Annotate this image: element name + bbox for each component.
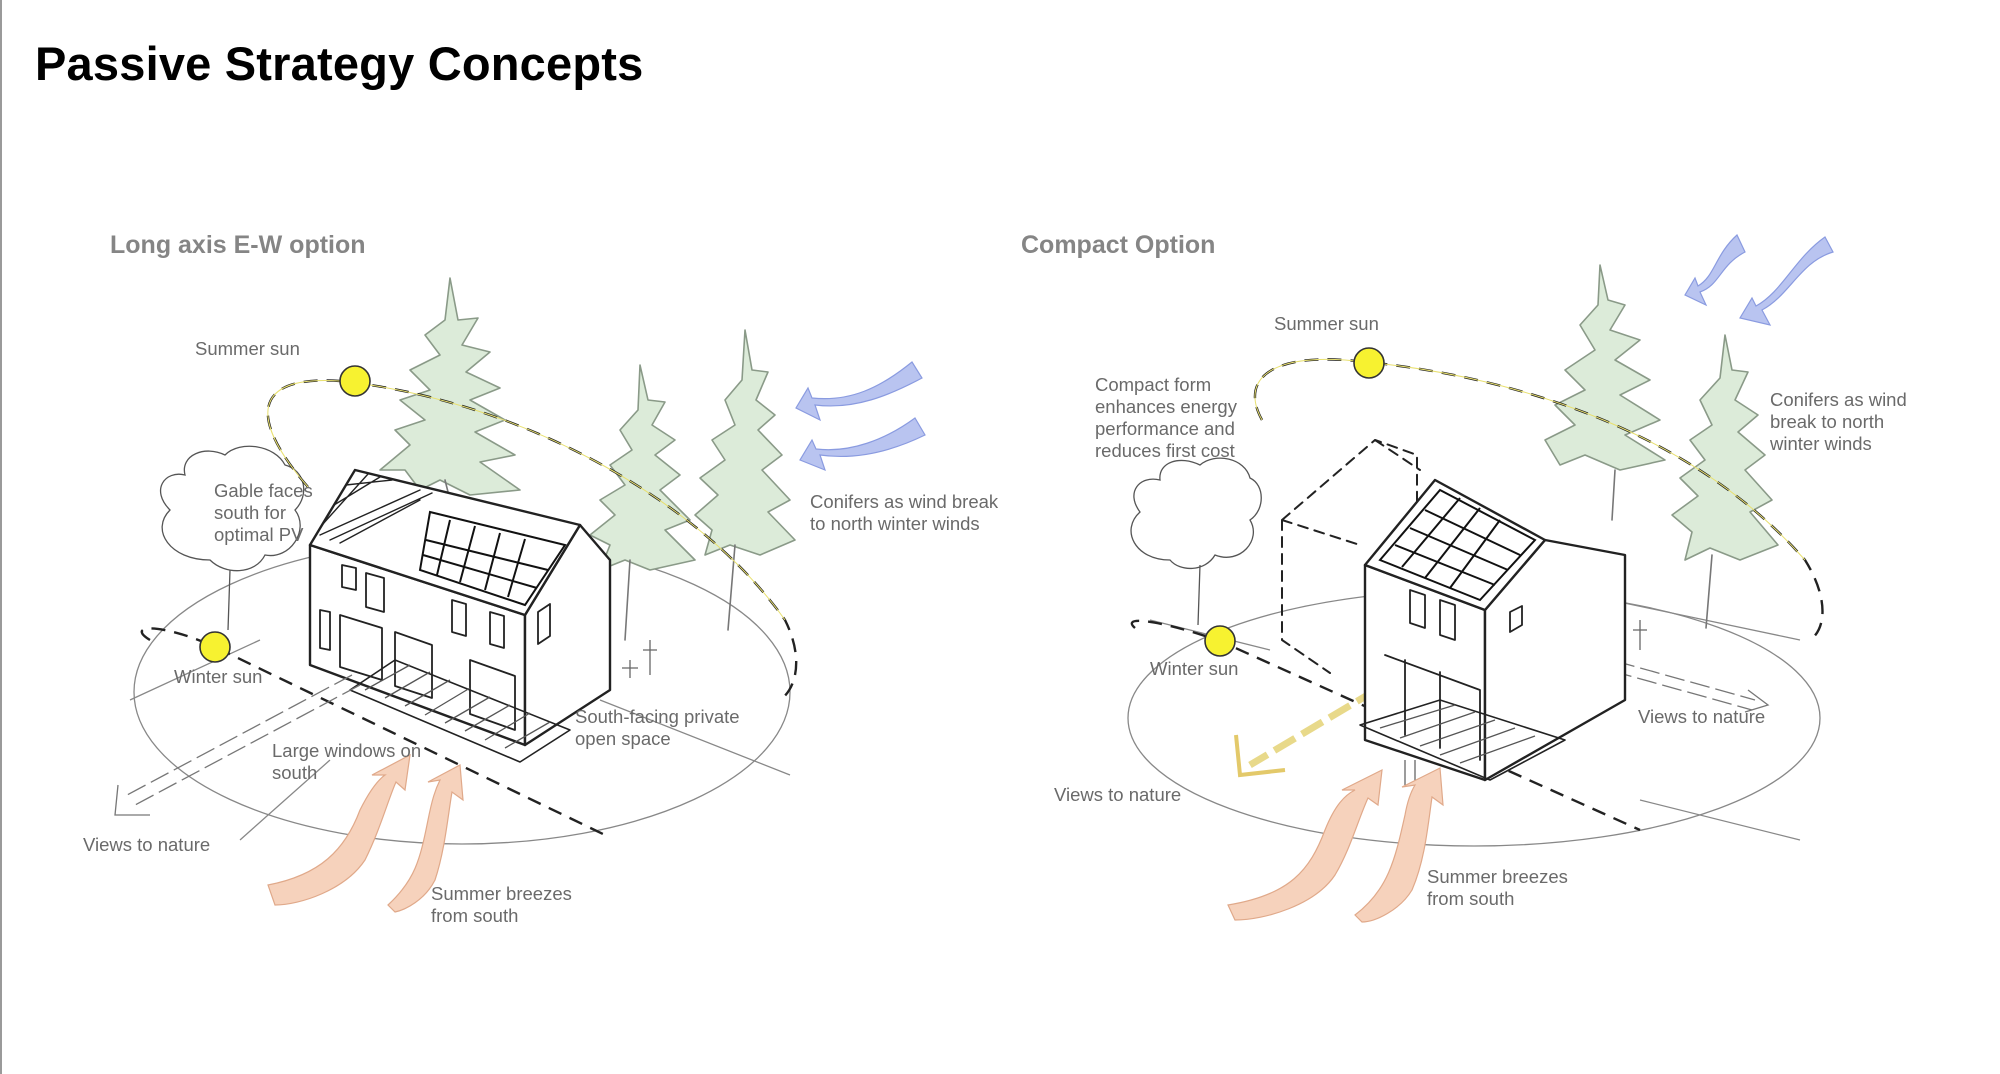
winter-wind-arrow-icon: [795, 361, 923, 422]
page-title: Passive Strategy Concepts: [35, 37, 644, 90]
label-views-right: Views to nature: [1638, 706, 1766, 727]
winter-wind-arrow-icon: [1684, 234, 1746, 307]
winter-sun-icon: [1204, 625, 1236, 657]
compact-house-sketch: [1359, 478, 1627, 782]
page-border: [0, 0, 2, 1074]
winter-sun-path: [1130, 619, 1641, 832]
south-open-space-patio: [349, 659, 571, 763]
deciduous-tree-icon: [159, 445, 305, 631]
label-open-space: South-facing private open space: [575, 706, 740, 749]
summer-breeze-arrow-icon: [1227, 768, 1383, 921]
summer-sun-icon: [339, 365, 371, 397]
label-views: Views to nature: [83, 834, 211, 855]
conifer-tree-icon: [1544, 264, 1666, 471]
label-breezes: Summer breezes from south: [1427, 866, 1568, 909]
solar-panel-grid: [418, 510, 567, 607]
label-conifers: Conifers as wind break to north winter w…: [810, 491, 999, 534]
label-winter-sun: Winter sun: [174, 666, 263, 687]
left-option-heading: Long axis E-W option: [110, 231, 366, 259]
winter-wind-arrow-icon: [1739, 236, 1834, 326]
people-icon: [622, 640, 657, 678]
dashed-massing-outline: [1281, 439, 1421, 674]
winter-sun-icon: [199, 631, 231, 663]
right-diagram: [1127, 234, 1834, 923]
right-conifer-trees: [1544, 264, 1779, 629]
conifer-tree-icon: [1671, 334, 1779, 561]
label-breezes: Summer breezes from south: [431, 883, 572, 926]
conifer-tree-icon: [379, 277, 521, 496]
label-large-windows: Large windows on south: [272, 740, 422, 783]
long-house-sketch: [308, 468, 612, 747]
left-conifer-trees: [379, 277, 796, 641]
summer-sun-icon: [1353, 347, 1385, 379]
label-views-left: Views to nature: [1054, 784, 1182, 805]
label-summer-sun: Summer sun: [1274, 313, 1379, 334]
right-option-heading: Compact Option: [1021, 231, 1216, 259]
conifer-tree-icon: [589, 364, 696, 571]
deciduous-tree-icon: [1130, 457, 1262, 626]
label-conifers: Conifers as wind break to north winter w…: [1770, 389, 1907, 454]
label-winter-sun: Winter sun: [1150, 658, 1239, 679]
summer-breeze-arrow-icon: [1354, 767, 1444, 923]
left-diagram: [114, 277, 926, 913]
winter-wind-arrow-icon: [799, 417, 926, 472]
solar-panel-grid: [1378, 488, 1537, 602]
label-summer-sun: Summer sun: [195, 338, 300, 359]
people-icon: [1404, 620, 1647, 785]
label-compact-form: Compact form enhances energy performance…: [1095, 374, 1237, 461]
summer-breeze-arrow-icon: [387, 764, 464, 913]
label-gable: Gable faces south for optimal PV: [214, 480, 313, 545]
summer-sun-path: [1253, 358, 1824, 641]
views-arrow: [114, 674, 361, 816]
left-ground-lines: [129, 639, 791, 841]
conifer-tree-icon: [694, 329, 796, 556]
summer-breeze-arrow-icon: [267, 753, 411, 906]
